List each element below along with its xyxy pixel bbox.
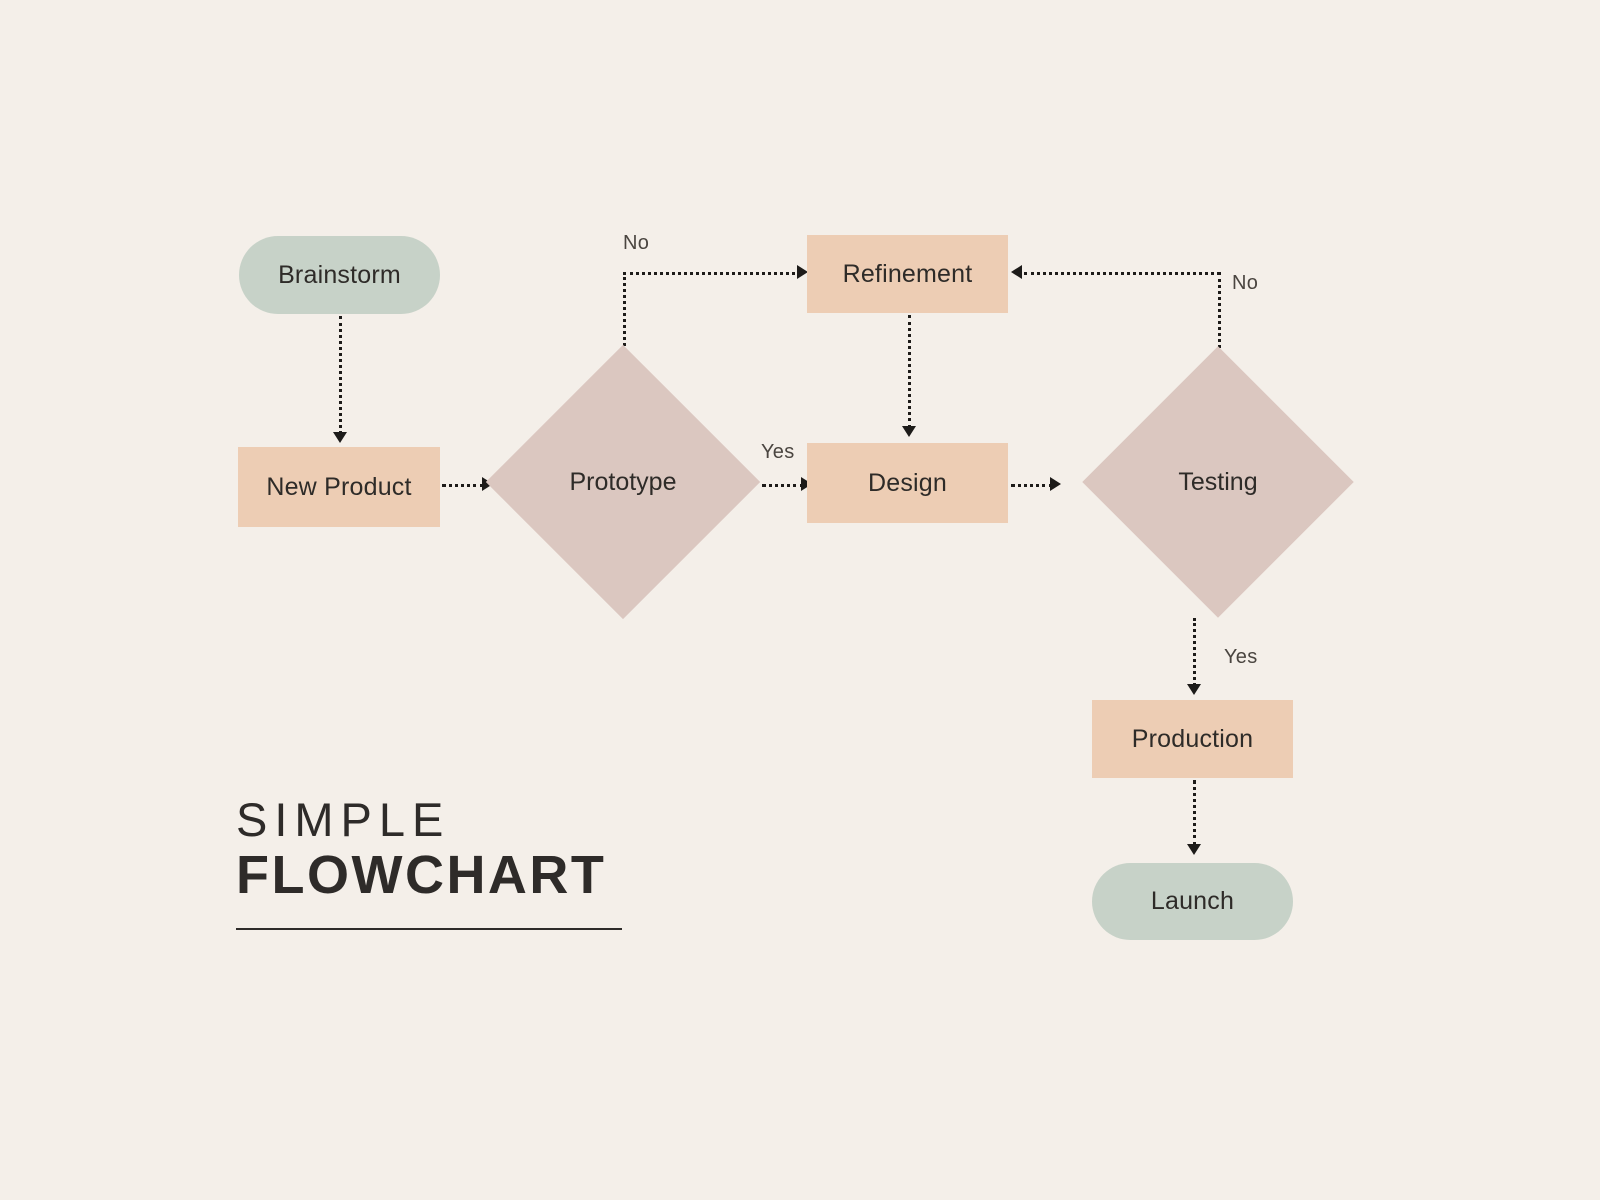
edge-label-testing-no: No — [1232, 272, 1259, 294]
node-testing[interactable]: Testing — [1082, 346, 1354, 618]
page-title-line-2: FLOWCHART — [236, 845, 607, 906]
node-label-prototype: Prototype — [569, 467, 677, 496]
edge-testing-no-vertical — [1218, 272, 1221, 348]
edge-prototype-no-vertical — [623, 272, 626, 346]
edge-label-prototype-no: No — [623, 232, 650, 254]
edge-brainstorm-to-new-product — [339, 316, 342, 434]
node-label-production: Production — [1131, 724, 1254, 753]
node-launch[interactable]: Launch — [1092, 863, 1293, 940]
node-prototype[interactable]: Prototype — [485, 344, 761, 620]
node-label-brainstorm: Brainstorm — [278, 260, 401, 289]
arrowhead-design-left — [801, 477, 812, 491]
edge-prototype-no-horizontal — [623, 272, 801, 275]
node-refinement[interactable]: Refinement — [807, 235, 1008, 313]
edge-production-to-launch — [1193, 780, 1196, 846]
node-label-new-product: New Product — [266, 472, 412, 501]
arrowhead-production-top — [1187, 684, 1201, 695]
title-underline-rule — [236, 928, 622, 931]
arrowhead-refinement-left — [797, 265, 808, 279]
edge-testing-no-horizontal — [1024, 272, 1220, 275]
node-new-product[interactable]: New Product — [238, 447, 440, 527]
node-label-refinement: Refinement — [842, 259, 973, 288]
node-brainstorm[interactable]: Brainstorm — [239, 236, 440, 314]
title-block: SIMPLE FLOWCHART — [236, 793, 622, 931]
edge-prototype-to-design — [762, 484, 804, 487]
edge-label-testing-yes: Yes — [1224, 646, 1258, 668]
node-design[interactable]: Design — [807, 443, 1008, 523]
arrowhead-new-product — [333, 432, 347, 443]
edge-new-product-to-prototype — [442, 484, 484, 487]
node-production[interactable]: Production — [1092, 700, 1293, 778]
arrowhead-refinement-right — [1011, 265, 1022, 279]
node-label-launch: Launch — [1150, 887, 1235, 915]
arrowhead-design-top — [902, 426, 916, 437]
node-label-design: Design — [867, 468, 948, 497]
edge-design-to-testing — [1011, 484, 1053, 487]
arrowhead-launch-top — [1187, 844, 1201, 855]
edge-label-prototype-yes: Yes — [761, 441, 795, 463]
node-label-testing: Testing — [1178, 467, 1258, 496]
edge-testing-to-production — [1193, 618, 1196, 686]
edge-refinement-to-design — [908, 315, 911, 428]
arrowhead-testing-left — [1050, 477, 1061, 491]
page-title-line-1: SIMPLE — [236, 793, 451, 846]
